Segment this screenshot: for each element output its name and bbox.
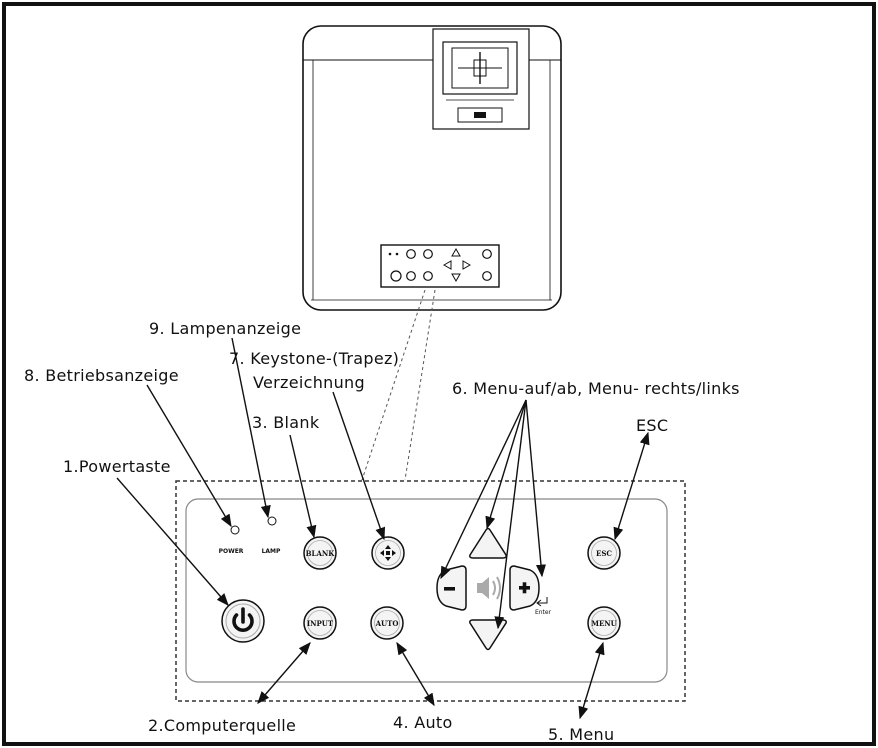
label-power-button: 1.Powertaste: [63, 457, 171, 476]
label-auto: 4. Auto: [393, 713, 453, 732]
auto-button[interactable]: AUTO: [370, 606, 404, 640]
power-icon: [232, 607, 254, 632]
callout-arrows: [116, 337, 650, 720]
enter-arrow-icon: [536, 597, 548, 607]
lamp-led-label: LAMP: [262, 548, 281, 555]
enter-label: Enter: [535, 609, 552, 616]
lamp-led: [267, 516, 277, 526]
label-lamp-indicator: 9. Lampenanzeige: [149, 319, 301, 338]
label-blank: 3. Blank: [252, 413, 320, 432]
label-esc: ESC: [636, 416, 668, 435]
blank-button[interactable]: BLANK: [303, 536, 337, 570]
esc-button[interactable]: ESC: [587, 536, 621, 570]
esc-button-label: ESC: [596, 549, 612, 558]
power-button[interactable]: [221, 599, 265, 643]
label-power-indicator: 8. Betriebsanzeige: [24, 366, 179, 385]
mini-control-panel: [380, 244, 500, 288]
menu-button-label: MENU: [591, 619, 617, 628]
label-menu-nav: 6. Menu-auf/ab, Menu- rechts/links: [452, 379, 740, 398]
label-menu: 5. Menu: [548, 725, 614, 744]
menu-button[interactable]: MENU: [587, 606, 621, 640]
speaker-icon: [477, 576, 501, 600]
label-keystone-line2: Verzeichnung: [253, 373, 365, 392]
minus-icon: [444, 587, 455, 591]
blank-button-label: BLANK: [306, 549, 336, 558]
power-led: [230, 525, 240, 535]
label-keystone-line1: 7. Keystone-(Trapez): [229, 349, 399, 368]
left-button[interactable]: [436, 565, 467, 611]
label-computer-source: 2.Computerquelle: [148, 716, 296, 735]
auto-button-label: AUTO: [375, 619, 399, 628]
input-button-label: INPUT: [307, 619, 334, 628]
keystone-icon: [380, 545, 396, 561]
keystone-button[interactable]: [371, 536, 405, 570]
right-button[interactable]: [509, 565, 540, 611]
control-panel-enlarged: POWER LAMP BLANK INPUT: [175, 480, 686, 702]
plus-icon: [519, 582, 530, 594]
zoom-guide-lines: [361, 289, 436, 481]
projector-body: [302, 25, 562, 311]
power-led-label: POWER: [219, 548, 244, 555]
input-button[interactable]: INPUT: [303, 606, 337, 640]
